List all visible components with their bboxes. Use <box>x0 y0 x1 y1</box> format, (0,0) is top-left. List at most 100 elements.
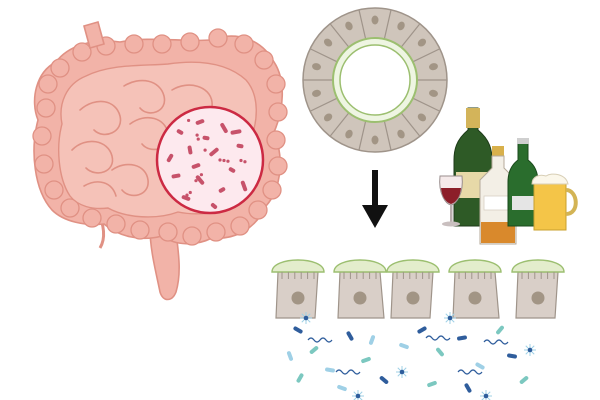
microbe <box>346 331 354 341</box>
bacterium <box>230 129 242 135</box>
microbe <box>464 383 472 393</box>
microbe <box>475 362 485 370</box>
coccus <box>218 158 222 162</box>
microbe <box>309 346 319 354</box>
haustrum <box>230 216 250 236</box>
microbe-core <box>447 315 453 321</box>
coccus <box>203 148 207 152</box>
microbe <box>427 380 437 388</box>
bacterium <box>181 195 191 201</box>
haustrum <box>82 208 102 228</box>
intestine-coil <box>71 140 114 174</box>
cell-border <box>383 9 392 40</box>
cell-nucleus <box>345 129 353 139</box>
intestine-coil <box>111 163 149 197</box>
haustrum <box>124 34 144 54</box>
haustrum <box>268 102 288 122</box>
microbe <box>436 347 444 357</box>
microbe <box>286 351 294 361</box>
intestinal-epithelium-cross-section-icon <box>302 7 448 153</box>
cell-border <box>383 120 392 151</box>
mucus-cap <box>333 259 387 273</box>
spirochete <box>483 339 509 345</box>
cell-border <box>329 112 350 137</box>
microbe <box>368 335 376 345</box>
bacterium <box>195 119 205 125</box>
bacterium <box>191 163 201 169</box>
coccus <box>197 176 201 180</box>
mucus-cap <box>271 259 325 273</box>
haustrum <box>206 222 226 242</box>
cell-nucleus <box>397 129 405 139</box>
haustrum <box>182 226 202 246</box>
spirochete <box>425 335 451 341</box>
bacterium <box>220 122 228 134</box>
haustrum <box>254 50 274 70</box>
intestine-coil <box>83 181 117 197</box>
whiskey-bottle-icon <box>479 146 517 245</box>
coccus <box>243 160 247 164</box>
haustrum <box>36 98 56 118</box>
cell-nucleus <box>371 15 379 25</box>
haustrum <box>268 156 288 176</box>
cell-nucleus <box>468 291 482 305</box>
microbe <box>519 376 529 384</box>
cell-border <box>400 112 421 137</box>
cell-nucleus <box>312 89 321 97</box>
bacterium <box>218 187 226 193</box>
intestine-coil <box>79 100 122 136</box>
haustrum <box>266 74 286 94</box>
cell-border <box>309 97 338 112</box>
coccus <box>199 173 204 177</box>
mucus-cap <box>448 259 502 273</box>
cell-nucleus <box>323 113 333 122</box>
translocating-microbes-icon <box>286 312 536 400</box>
cell-nucleus <box>353 291 367 305</box>
spirochete <box>307 337 333 343</box>
coccus <box>185 193 189 197</box>
bacterium <box>171 173 181 179</box>
haustrum <box>180 32 200 52</box>
wine-glass-icon <box>439 175 463 227</box>
haustrum <box>158 222 178 242</box>
microbe-core <box>303 315 309 321</box>
intestine-coil <box>123 79 166 114</box>
microbe <box>337 384 347 392</box>
haustrum <box>44 180 64 200</box>
microbe-core <box>355 393 361 399</box>
haustrum <box>266 130 286 150</box>
cell-border <box>358 9 367 40</box>
cell-nucleus <box>429 89 438 97</box>
down-arrow-icon <box>362 170 388 228</box>
microbe <box>296 373 304 383</box>
cell-nucleus <box>531 291 545 305</box>
microbe <box>399 342 409 350</box>
cell-nucleus <box>429 63 438 71</box>
beer-bottle-icon <box>507 138 539 227</box>
microbe <box>507 353 517 359</box>
bacterium <box>210 203 218 209</box>
bacterium <box>187 145 193 155</box>
coccus <box>226 159 230 163</box>
microbe-core <box>399 369 405 375</box>
haustrum <box>72 42 92 62</box>
rectum-icon <box>149 227 180 301</box>
cell-border <box>400 23 421 48</box>
microbe <box>457 335 467 341</box>
bacterium <box>209 147 219 157</box>
haustrum <box>34 154 54 174</box>
bacterium <box>166 153 174 163</box>
mucus-cap <box>386 259 440 273</box>
cell-nucleus <box>397 21 405 31</box>
mucus-cap <box>511 259 565 273</box>
haustrum <box>208 28 228 48</box>
cell-border <box>358 120 367 151</box>
haustrum <box>262 180 282 200</box>
coccus <box>194 179 198 183</box>
bacteria-cluster <box>166 118 248 209</box>
beer-mug-icon <box>531 173 578 231</box>
haustrum <box>234 34 254 54</box>
microbe <box>325 367 335 373</box>
haustrum <box>106 214 126 234</box>
